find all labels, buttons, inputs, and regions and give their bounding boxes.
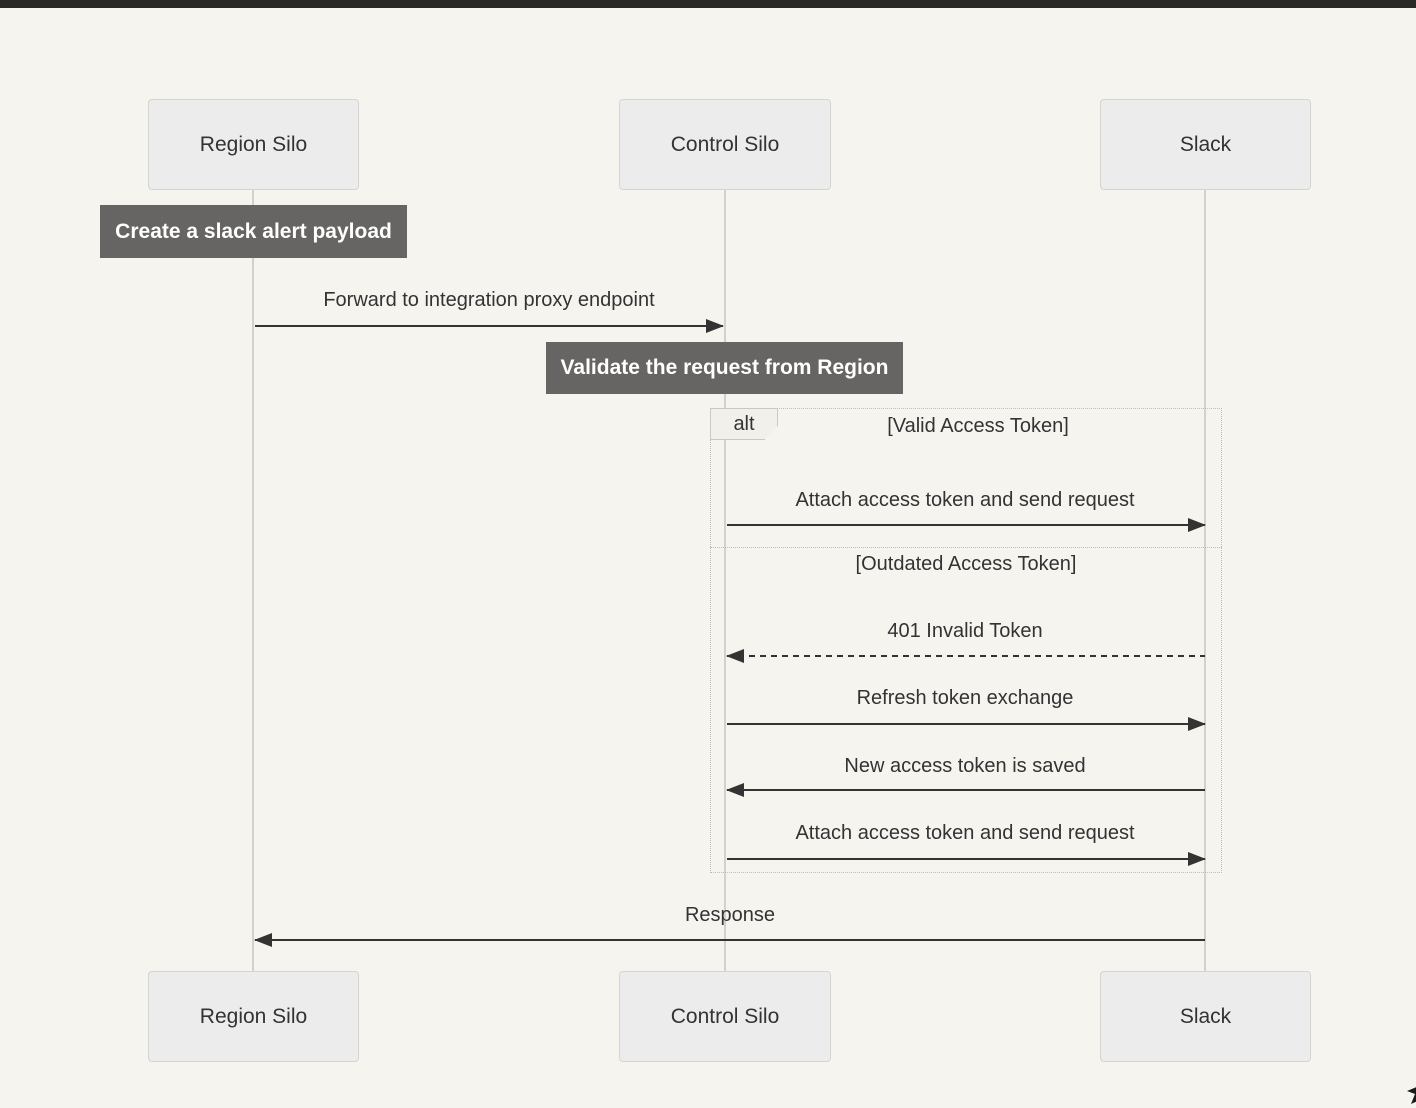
arrowhead-left-icon — [254, 933, 272, 947]
arrowhead-left-icon — [726, 649, 744, 663]
arrowhead-right-icon — [1188, 852, 1206, 866]
message-arrow — [255, 319, 724, 333]
note-validate-request: Validate the request from Region — [546, 342, 903, 394]
alt-guard-outdated: [Outdated Access Token] — [855, 553, 1077, 575]
message-label: Attach access token and send request — [795, 822, 1135, 844]
alt-frame — [710, 408, 1222, 873]
note-create-payload: Create a slack alert payload — [100, 205, 407, 258]
actor-label: Slack — [1179, 132, 1232, 156]
actor-bottom-region-silo: Region Silo — [148, 971, 359, 1062]
lifeline-slack — [1204, 190, 1206, 972]
message-label: Forward to integration proxy endpoint — [323, 289, 655, 311]
message-arrow-dashed — [726, 649, 1205, 663]
message-label: New access token is saved — [844, 755, 1086, 777]
actor-label: Region Silo — [199, 1004, 308, 1028]
window-top-strip — [0, 0, 1416, 8]
actor-bottom-control-silo: Control Silo — [619, 971, 831, 1062]
actor-top-control-silo: Control Silo — [619, 99, 831, 190]
actor-label: Slack — [1179, 1004, 1232, 1028]
message-arrow — [726, 783, 1205, 797]
message-arrow — [727, 518, 1206, 532]
note-text: Create a slack alert payload — [115, 219, 392, 243]
message-arrow — [727, 717, 1206, 731]
message-label: Response — [684, 904, 776, 926]
mouse-cursor-icon — [1407, 1087, 1416, 1104]
note-text: Validate the request from Region — [560, 356, 889, 379]
actor-label: Control Silo — [670, 1004, 780, 1028]
arrowhead-right-icon — [1188, 518, 1206, 532]
actor-top-region-silo: Region Silo — [148, 99, 359, 190]
message-arrow — [254, 933, 1205, 947]
lifeline-control-silo — [724, 190, 726, 972]
actor-bottom-slack: Slack — [1100, 971, 1311, 1062]
actor-top-slack: Slack — [1100, 99, 1311, 190]
actor-label: Control Silo — [670, 132, 780, 156]
alt-divider — [710, 547, 1222, 548]
actor-label: Region Silo — [199, 132, 308, 156]
arrowhead-right-icon — [706, 319, 724, 333]
arrowhead-right-icon — [1188, 717, 1206, 731]
message-label: 401 Invalid Token — [887, 620, 1043, 642]
alt-guard-valid: [Valid Access Token] — [887, 415, 1069, 437]
message-label: Refresh token exchange — [856, 687, 1074, 709]
alt-operator-label: alt — [710, 408, 778, 440]
message-arrow — [727, 852, 1206, 866]
lifeline-region-silo — [252, 190, 254, 972]
message-label: Attach access token and send request — [795, 489, 1135, 511]
arrowhead-left-icon — [726, 783, 744, 797]
